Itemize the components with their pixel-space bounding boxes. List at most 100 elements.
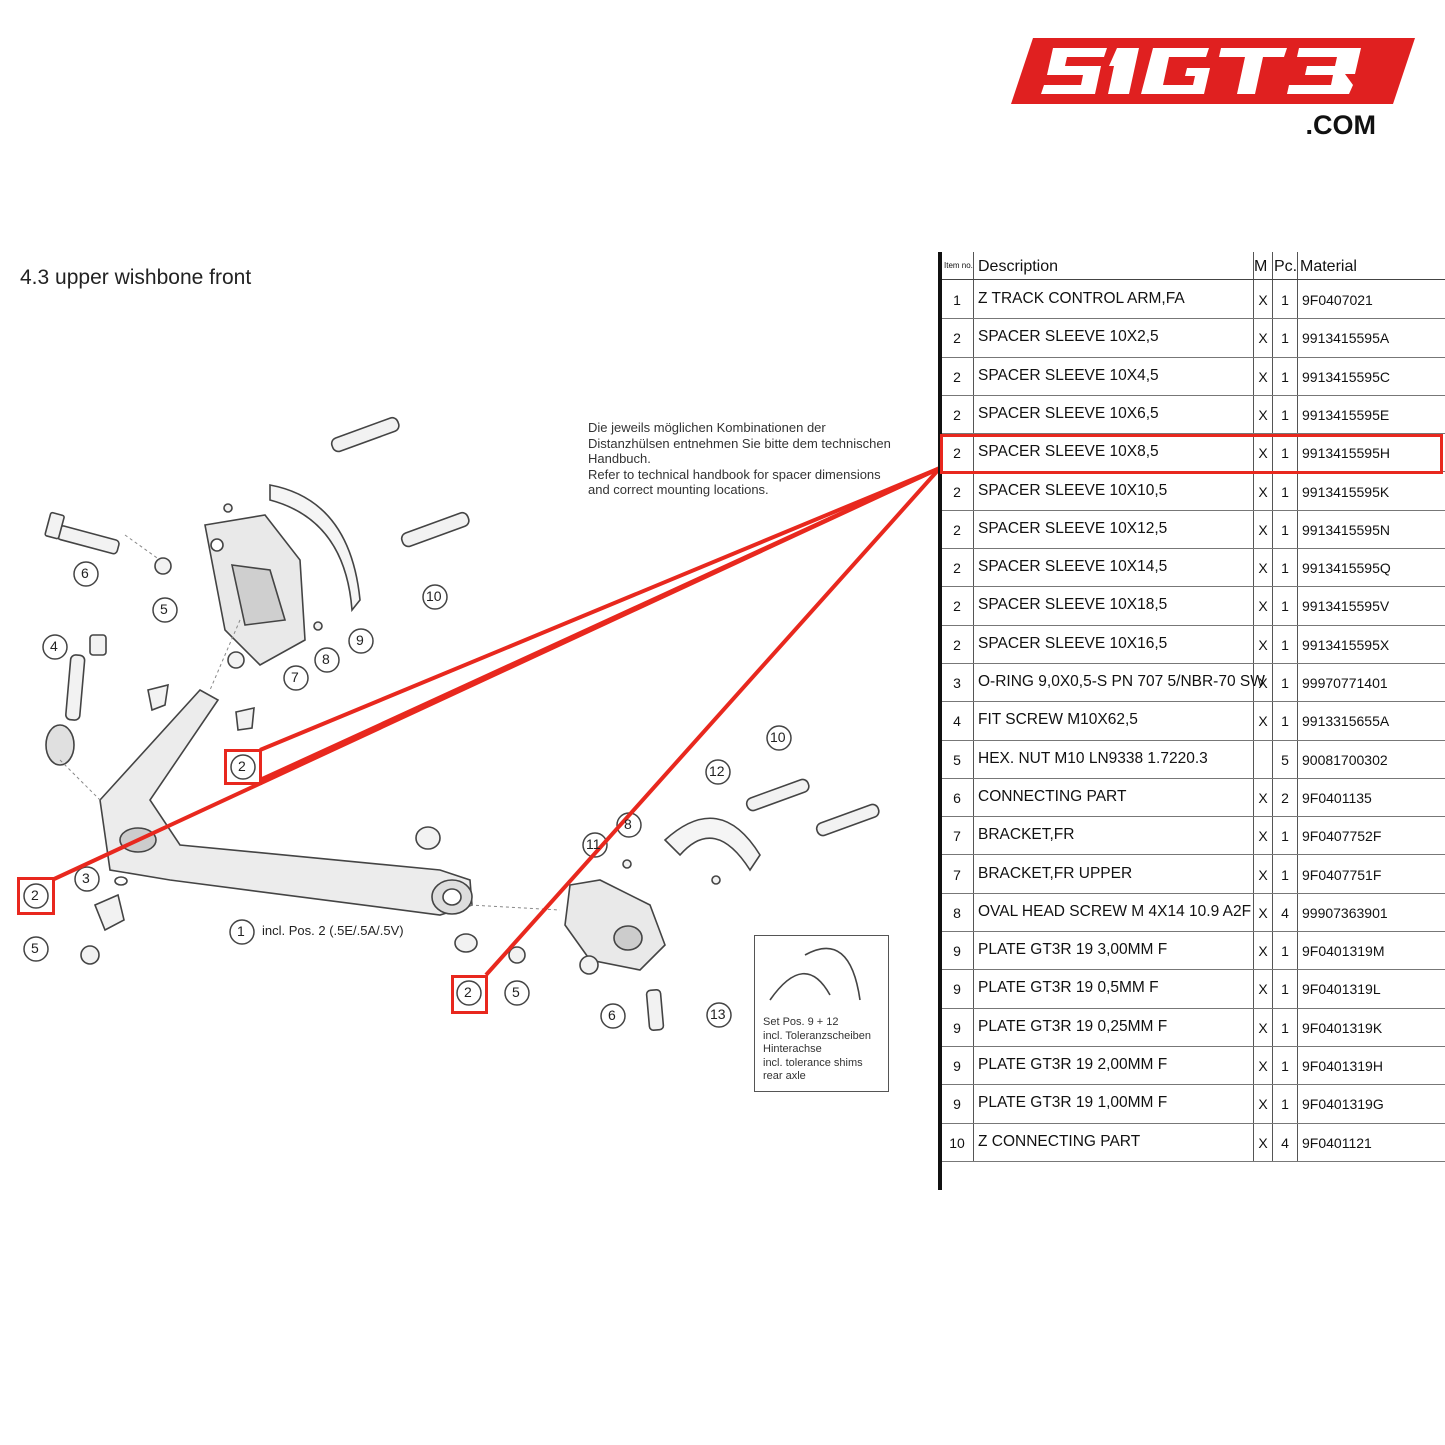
header-material: Material: [1300, 258, 1357, 275]
row-m: X: [1258, 368, 1268, 385]
highlight-connectors: [51, 466, 942, 977]
highlighted-row-frame: [940, 434, 1443, 474]
small-nuts-top: [147, 503, 323, 731]
row-m: X: [1258, 713, 1268, 730]
row-m: X: [1258, 866, 1268, 883]
row-m: X: [1258, 445, 1268, 462]
row-item: 5: [953, 751, 961, 768]
table-column-divider: [1272, 252, 1273, 1161]
row-material: 9F0407021: [1302, 292, 1373, 308]
row-m: X: [1258, 330, 1268, 347]
row-item: 6: [953, 789, 961, 806]
row-pc: 1: [1281, 1019, 1289, 1036]
row-m: X: [1258, 292, 1268, 308]
row-description: Z TRACK CONTROL ARM,FA: [978, 290, 1185, 307]
inset-line: Set Pos. 9 + 12: [763, 1016, 839, 1028]
row-m: X: [1258, 943, 1268, 960]
row-description: BRACKET,FR: [978, 826, 1075, 844]
connecting-bolts-top: [330, 416, 470, 548]
row-description: PLATE GT3R 19 0,5MM F: [978, 979, 1159, 997]
row-description: SPACER SLEEVE 10X16,5: [978, 634, 1168, 652]
row-material: 9913415595A: [1302, 330, 1390, 347]
callout-8-label: 8: [322, 651, 330, 667]
row-pc: 1: [1281, 981, 1289, 998]
row-pc: 1: [1281, 828, 1289, 845]
callout-6-label: 6: [81, 565, 89, 581]
header-description: Description: [978, 258, 1059, 275]
spacer-parts-left: [80, 876, 526, 965]
highlight-box-pos2-left: [17, 877, 55, 915]
callout-3-label: 3: [82, 870, 90, 886]
row-description: O-RING 9,0X0,5-S PN 707 5/NBR-70 SW: [978, 673, 1265, 690]
row-item: 4: [953, 713, 961, 730]
row-material: 9913415595Q: [1302, 560, 1391, 577]
row-item: 8: [953, 904, 961, 921]
row-material: 9F0407751F: [1302, 866, 1382, 883]
header-pc: Pc.: [1274, 258, 1298, 275]
row-description: PLATE GT3R 19 0,25MM F: [978, 1017, 1168, 1035]
row-m: X: [1258, 406, 1268, 423]
row-m: X: [1258, 521, 1268, 538]
row-m: X: [1258, 789, 1268, 806]
row-material: 9913415595V: [1302, 598, 1390, 615]
row-pc: 1: [1281, 521, 1289, 538]
row-pc: 4: [1281, 904, 1289, 921]
row-pc: 1: [1281, 943, 1289, 960]
bracket-upper-part: [204, 484, 361, 666]
row-m: X: [1258, 981, 1268, 998]
callout-2-label: 2: [31, 887, 39, 903]
row-m: X: [1258, 828, 1268, 845]
row-description: BRACKET,FR UPPER: [978, 864, 1133, 882]
row-item: 2: [953, 521, 961, 538]
row-material: 9913415595E: [1302, 406, 1390, 423]
row-item: 7: [953, 828, 961, 845]
spacer-note: Die jeweils möglichen Kombinationen der …: [588, 420, 918, 498]
logo-mark: [1011, 38, 1415, 104]
row-m: X: [1258, 636, 1268, 653]
callout-1-label: 1: [237, 923, 245, 939]
row-description: FIT SCREW M10X62,5: [978, 711, 1138, 729]
row-material: 9F0401319G: [1302, 1096, 1384, 1113]
row-pc: 1: [1281, 406, 1289, 423]
row-material: 9913415595K: [1302, 483, 1390, 500]
callout-4-label: 4: [50, 638, 58, 654]
row-pc: 1: [1281, 292, 1289, 308]
row-m: X: [1258, 1019, 1268, 1036]
section-title: 4.3 upper wishbone front: [20, 266, 252, 289]
row-description: SPACER SLEEVE 10X18,5: [978, 596, 1168, 614]
row-description: PLATE GT3R 19 1,00MM F: [978, 1094, 1168, 1112]
row-pc: 1: [1281, 713, 1289, 730]
row-item: 3: [953, 675, 961, 691]
row-material: 9913415595H: [1302, 445, 1390, 462]
row-item: 2: [953, 330, 961, 347]
row-material: 9913415595N: [1302, 521, 1390, 538]
brand-logo[interactable]: .COM: [1005, 30, 1420, 145]
upper-wishbone-arm: [99, 688, 473, 916]
shim-set-inset: [769, 947, 861, 1001]
row-description: CONNECTING PART: [978, 787, 1127, 805]
row-description: SPACER SLEEVE 10X2,5: [978, 328, 1159, 346]
row-material: 9F0401319M: [1302, 943, 1385, 960]
